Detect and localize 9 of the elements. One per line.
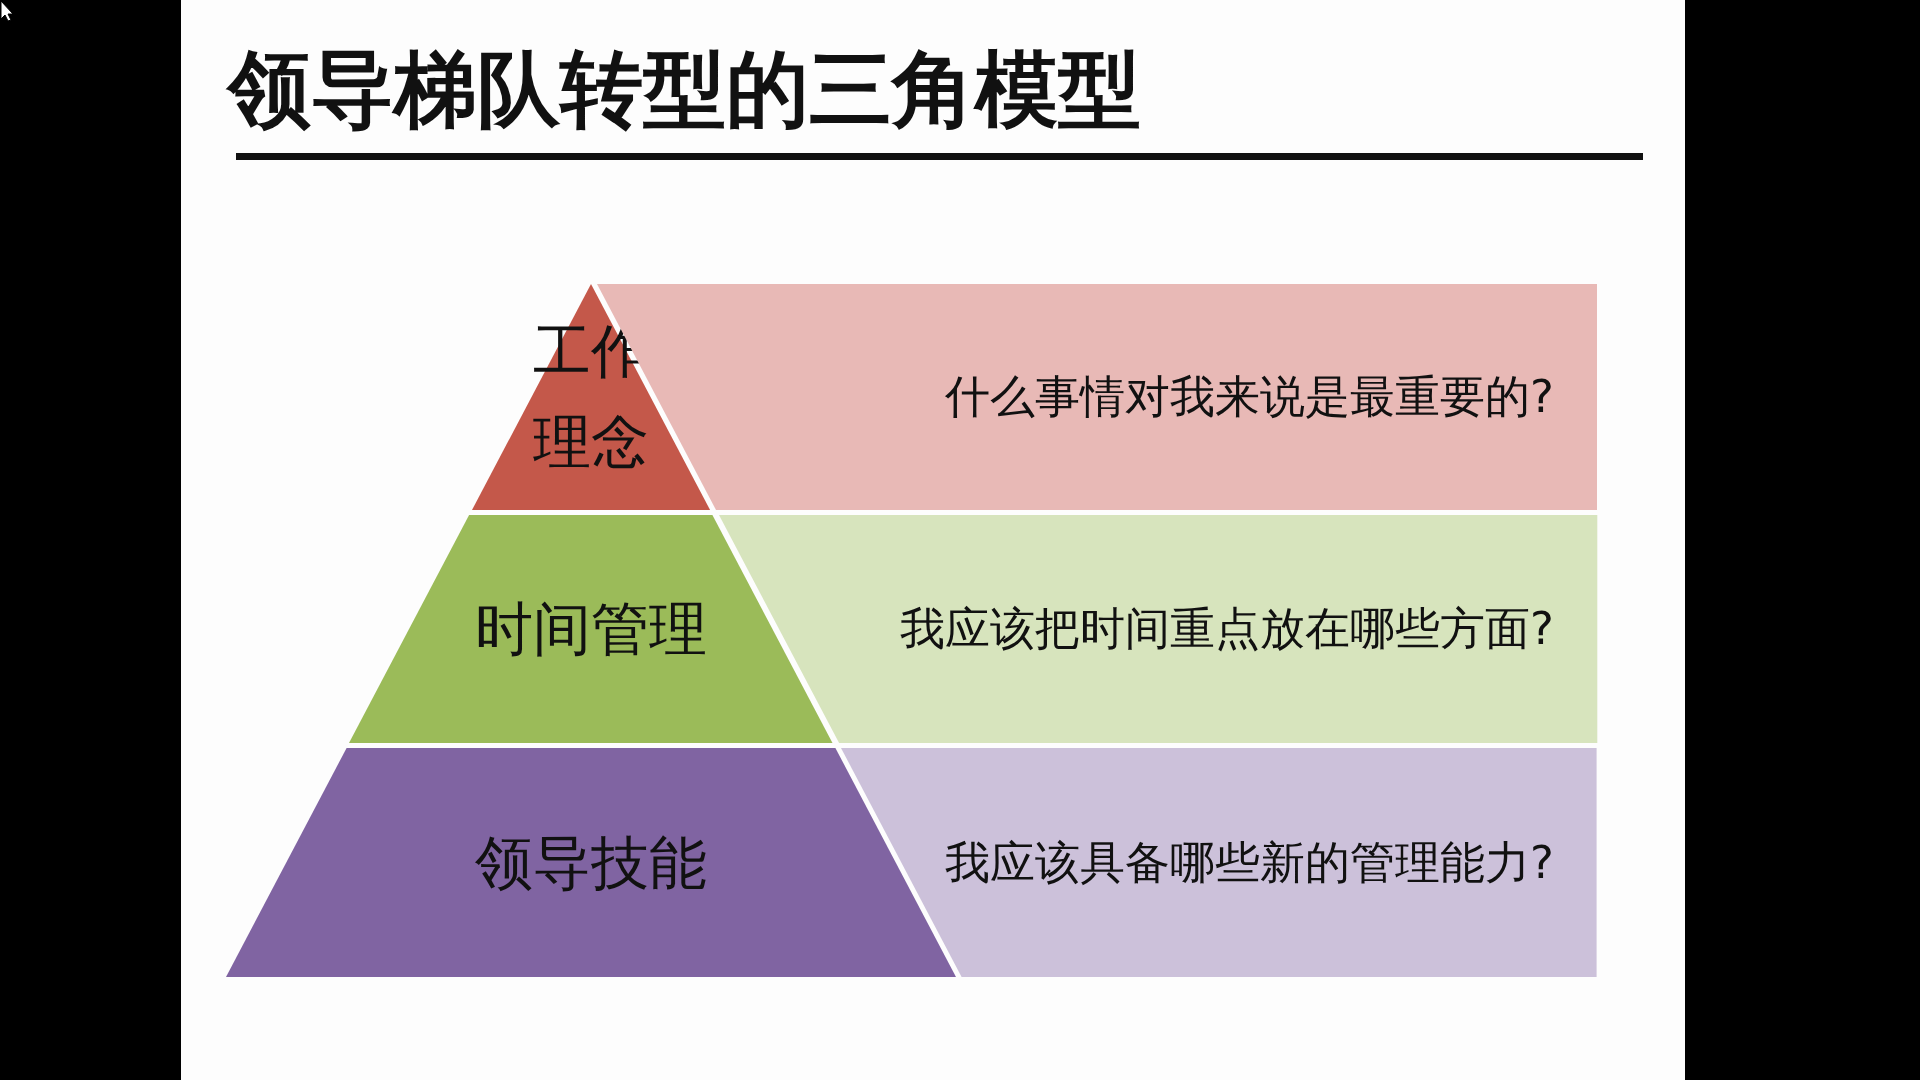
slide-title: 领导梯队转型的三角模型	[228, 44, 1141, 137]
pyramid-tier	[349, 515, 833, 743]
tier-label: 时间管理	[475, 595, 707, 663]
question-text: 什么事情对我来说是最重要的?	[945, 371, 1554, 423]
tier-label: 领导技能	[475, 829, 707, 896]
question-text: 我应该把时间重点放在哪些方面?	[900, 603, 1554, 655]
question-band	[841, 748, 1597, 977]
question-band	[718, 515, 1597, 743]
question-text: 我应该具备哪些新的管理能力?	[945, 836, 1554, 889]
